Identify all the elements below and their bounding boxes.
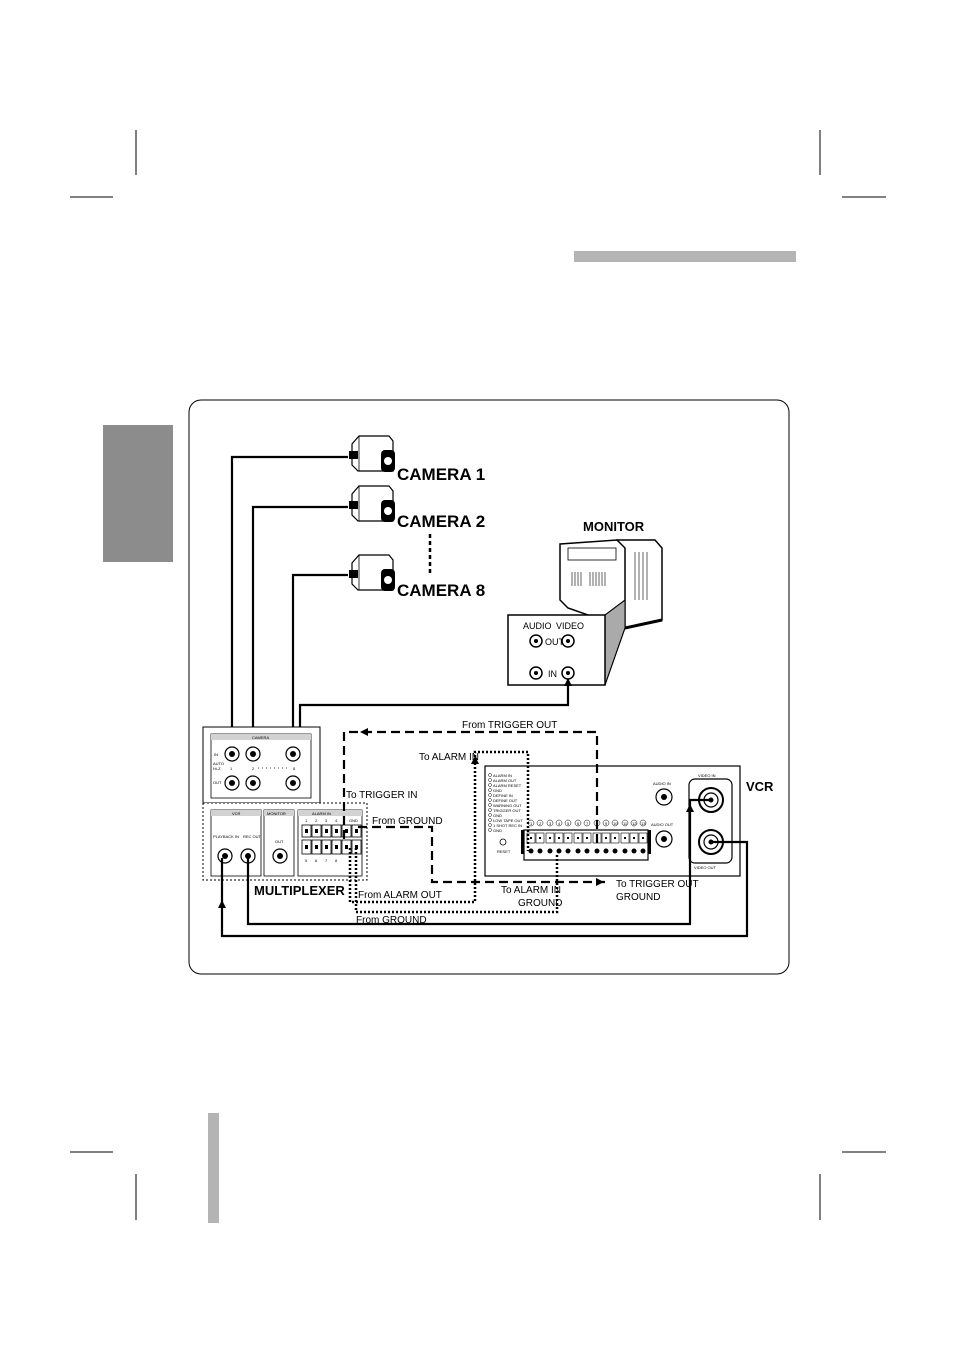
mux-cam-num-1: 1 <box>230 766 233 771</box>
from-alarm-out-label: From ALARM OUT <box>358 890 442 901</box>
to-trigger-out-label: To TRIGGER OUT <box>616 879 699 890</box>
playback-in-arrow <box>218 900 226 908</box>
monitor-label: MONITOR <box>583 519 645 534</box>
vcr-terminal-label-5: DEFINE IN <box>493 793 513 798</box>
vcr-terminal-num-11: 11 <box>623 821 628 826</box>
alarm-num-4: 4 <box>335 818 338 823</box>
mux-gnd-label: GND <box>349 818 358 823</box>
mux-cam-num-8: 8 <box>293 766 296 771</box>
vcr-video-in-arrow <box>686 804 694 812</box>
vcr-label: VCR <box>746 779 774 794</box>
mux-camera-label: CAMERA <box>252 735 269 740</box>
camera-8 <box>349 554 395 591</box>
vcr-terminal-num-10: 10 <box>613 821 618 826</box>
multiplexer-unit: CAMERA IN AUTO Hi-Z OUT 1 2 8 VCR PLAYBA… <box>202 726 368 898</box>
monitor-unit: MONITOR AUDIO VIDEO OUT IN <box>507 519 663 686</box>
vcr-terminal-num-3: 3 <box>549 821 552 826</box>
header-bar <box>574 251 796 262</box>
mux-cam-num-2: 2 <box>252 766 255 771</box>
mux-playback-label: PLAYBACK IN <box>213 834 239 839</box>
side-tab <box>103 425 173 562</box>
alarm-num-6: 6 <box>315 858 318 863</box>
vcr-terminal-label-4: GND <box>493 788 502 793</box>
mux-monitor-out-label: OUT <box>275 839 284 844</box>
from-trigger-out-label: From TRIGGER OUT <box>462 720 557 731</box>
vcr-terminal-label-6: DEFINE OUT <box>493 798 518 803</box>
diagram-frame <box>188 399 790 975</box>
multiplexer-label: MULTIPLEXER <box>254 883 345 898</box>
mux-recout-label: REC OUT <box>243 834 262 839</box>
camera-2 <box>349 485 395 522</box>
vcr-video-in-label: VIDEO IN <box>698 773 716 778</box>
camera-8-label: CAMERA 8 <box>397 581 485 600</box>
vcr-audio-in-label: AUDIO IN <box>653 781 671 786</box>
vcr-terminal-numbers: 1 2 3 4 5 6 7 8 9 10 11 12 13 <box>527 819 647 827</box>
vcr-video-cables <box>220 798 749 938</box>
vcr-video-out-label: VIDEO OUT <box>694 865 717 870</box>
vcr-terminal-num-6: 6 <box>577 821 580 826</box>
trigger-dashed-cables <box>342 730 605 884</box>
vcr-terminal-block <box>521 829 651 861</box>
mux-hiz-label: Hi-Z <box>213 766 221 771</box>
monitor-out-label: OUT <box>545 637 565 647</box>
camera-cables <box>230 455 348 752</box>
monitor-video-label: VIDEO <box>556 621 584 631</box>
vcr-terminal-num-5: 5 <box>567 821 570 826</box>
vcr-unit: VCR ALARM IN ALARM OUT ALARM RESET GND D… <box>484 765 774 877</box>
vcr-terminal-num-2: 2 <box>539 821 542 826</box>
vcr-terminal-label-11: 1 SHOT REC IN <box>493 823 522 828</box>
vcr-terminal-label-3: ALARM RESET <box>493 783 522 788</box>
mux-vcr-label: VCR <box>232 811 241 816</box>
vcr-terminal-label-1: ALARM IN <box>493 773 512 778</box>
monitor-in-label: IN <box>548 669 557 679</box>
mux-alarm-in-label: ALARM IN <box>312 811 331 816</box>
alarm-num-8: 8 <box>335 858 338 863</box>
mux-monitor-label: MONITOR <box>267 811 286 816</box>
trigger-flow-arrow <box>360 728 368 736</box>
crop-marks <box>70 130 886 1220</box>
footer-bar <box>208 1113 219 1223</box>
vcr-terminal-label-2: ALARM OUT <box>493 778 517 783</box>
from-ground-top-label: From GROUND <box>372 816 443 827</box>
vcr-audio-out-label: AUDIO OUT <box>651 822 674 827</box>
vcr-terminal-num-9: 9 <box>605 821 608 826</box>
vcr-terminal-num-13: 13 <box>641 821 646 826</box>
vcr-terminal-num-4: 4 <box>558 821 561 826</box>
from-ground-bottom-label: From GROUND <box>356 915 427 926</box>
vcr-terminal-num-7: 7 <box>586 821 589 826</box>
vcr-terminal-label-8: TRIGGER OUT <box>493 808 521 813</box>
alarm-num-3: 3 <box>325 818 328 823</box>
monitor-in-arrow <box>564 678 572 686</box>
mux-auto-label: AUTO <box>213 761 224 766</box>
camera-2-label: CAMERA 2 <box>397 512 485 531</box>
alarm-num-7: 7 <box>325 858 328 863</box>
alarm-num-2: 2 <box>315 818 318 823</box>
vcr-terminal-legend: ALARM IN ALARM OUT ALARM RESET GND DEFIN… <box>488 773 523 854</box>
mux-out-label: OUT <box>213 780 222 785</box>
camera-1-label: CAMERA 1 <box>397 465 485 484</box>
alarm-flow-arrow <box>471 756 479 764</box>
vcr-reset-label: RESET <box>497 849 511 854</box>
vcr-terminal-num-1: 1 <box>530 821 533 826</box>
monitor-audio-label: AUDIO <box>523 621 552 631</box>
alarm-num-1: 1 <box>305 818 308 823</box>
alarm-num-5: 5 <box>305 858 308 863</box>
alarm-dotted-cables <box>348 750 559 914</box>
to-trigger-in-label: To TRIGGER IN <box>346 790 418 801</box>
ground-flow-arrow <box>596 878 604 886</box>
vcr-terminal-num-12: 12 <box>632 821 637 826</box>
to-alarm-in-top-label: To ALARM IN <box>419 752 479 763</box>
to-alarm-in-bottom-label: To ALARM IN <box>501 885 561 896</box>
camera-1 <box>349 435 395 472</box>
ground-right-label: GROUND <box>616 892 660 903</box>
mux-in-label: IN <box>214 752 218 757</box>
vcr-terminal-label-12: GND <box>493 828 502 833</box>
ground-mid-label: GROUND <box>518 898 562 909</box>
vcr-terminal-label-10: LOW TAPE OUT <box>493 818 523 823</box>
monitor-connector-panel <box>507 614 606 686</box>
vcr-terminal-label-9: GND <box>493 813 502 818</box>
vcr-terminal-label-7: WARNING OUT <box>493 803 522 808</box>
